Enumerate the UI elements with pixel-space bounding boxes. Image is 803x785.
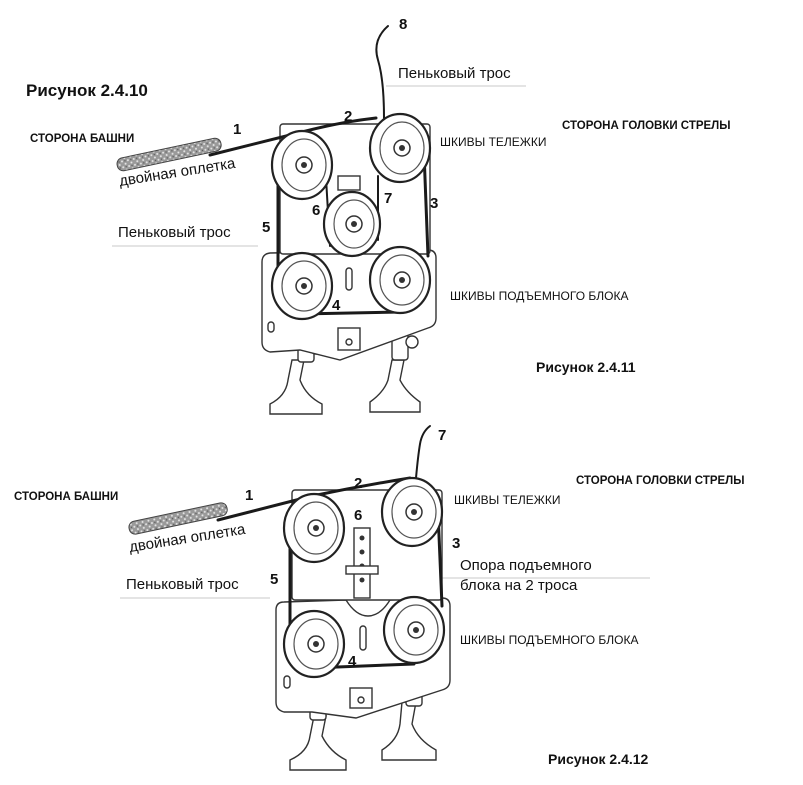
- callout-3-bottom: 3: [452, 535, 460, 552]
- figure-caption: Рисунок 2.4.11: [536, 359, 636, 375]
- tower-side-label: СТОРОНА БАШНИ: [30, 133, 134, 145]
- double-braid-sleeve-bottom: [128, 502, 228, 535]
- rope-8: [375, 25, 389, 119]
- rope-2: [300, 116, 378, 134]
- sheave-trolley-left: [270, 129, 334, 201]
- hemp-rope-label-bottom: Пеньковый трос: [126, 576, 239, 593]
- figure-title: Рисунок 2.4.10: [26, 81, 148, 100]
- center-slot-bottom: [359, 625, 367, 651]
- sheave-hook-right-bottom: [382, 595, 446, 665]
- callout-2: 2: [344, 108, 352, 125]
- jib-head-side-label: СТОРОНА ГОЛОВКИ СТРЕЛЫ: [562, 120, 731, 132]
- double-braid-sleeve: [116, 137, 222, 172]
- callout-5: 5: [262, 219, 270, 236]
- sheave-center: [322, 190, 382, 258]
- rope-7-bottom: [415, 425, 431, 479]
- callout-4-bottom: 4: [348, 653, 357, 670]
- support-label-line1: Опора подъемного: [460, 557, 592, 574]
- figure-bottom: СТОРОНА БАШНИ СТОРОНА ГОЛОВКИ СТРЕЛЫ дво…: [14, 425, 745, 771]
- callout-2-bottom: 2: [354, 475, 362, 492]
- sheave-trolley-left-bottom: [282, 492, 346, 564]
- jib-head-side-label-bottom: СТОРОНА ГОЛОВКИ СТРЕЛЫ: [576, 475, 745, 487]
- callout-4: 4: [332, 297, 341, 314]
- callout-1-bottom: 1: [245, 487, 253, 504]
- trolley-sheaves-label: ШКИВЫ ТЕЛЕЖКИ: [440, 135, 546, 149]
- figure-top: Рисунок 2.4.10 СТОРОНА БАШНИ СТОРОНА ГОЛ…: [26, 16, 731, 415]
- hook-block-sheaves-label-bottom: ШКИВЫ ПОДЪЕМНОГО БЛОКА: [460, 633, 638, 647]
- hook-block-support-bar: [345, 527, 379, 599]
- sheave-trolley-right: [368, 112, 432, 184]
- trolley-sheaves-label-bottom: ШКИВЫ ТЕЛЕЖКИ: [454, 493, 560, 507]
- center-bracket: [337, 175, 361, 191]
- callout-6: 6: [312, 202, 320, 219]
- callout-7: 7: [384, 190, 392, 207]
- tower-side-label-bottom: СТОРОНА БАШНИ: [14, 491, 118, 503]
- sheave-hook-left: [270, 251, 334, 321]
- callout-5-bottom: 5: [270, 571, 278, 588]
- sheave-hook-right: [368, 245, 432, 315]
- callout-3: 3: [430, 195, 438, 212]
- figure-caption-bottom: Рисунок 2.4.12: [548, 751, 649, 767]
- sheave-hook-left-bottom: [282, 609, 346, 679]
- hemp-rope-label-top: Пеньковый трос: [398, 65, 511, 82]
- sheave-trolley-right-bottom: [380, 476, 444, 548]
- support-label-line2: блока на 2 троса: [460, 577, 578, 594]
- callout-6-bottom: 6: [354, 507, 362, 524]
- callout-8: 8: [399, 16, 407, 33]
- callout-1: 1: [233, 121, 241, 138]
- center-slot: [345, 267, 353, 291]
- hook-block-sheaves-label: ШКИВЫ ПОДЪЕМНОГО БЛОКА: [450, 289, 628, 303]
- callout-7-bottom: 7: [438, 427, 446, 444]
- hemp-rope-label-left: Пеньковый трос: [118, 224, 231, 241]
